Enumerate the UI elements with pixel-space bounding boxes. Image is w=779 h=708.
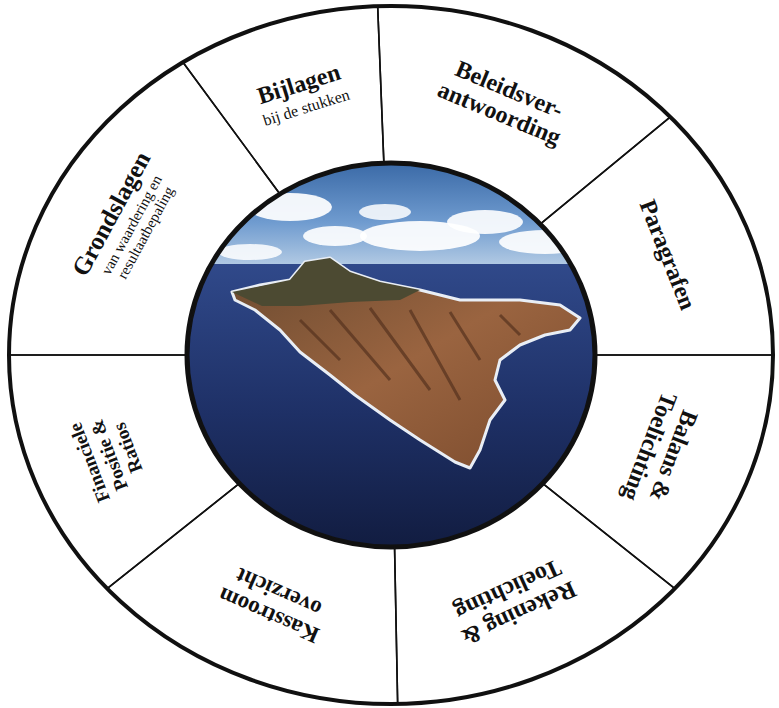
segment-border [540, 117, 773, 355]
cloud [447, 210, 523, 234]
segment-border [183, 6, 384, 194]
wheel-segment: Beleidsver- antwoording [375, 4, 673, 227]
sky [180, 150, 610, 270]
island-ridges [300, 308, 520, 400]
segment-heading: Balans & Toelichting [610, 372, 712, 531]
island-hills [232, 258, 420, 306]
segment-border [543, 355, 773, 589]
cloud [359, 204, 411, 220]
segment-label: Rekening & Toelichting [434, 546, 592, 655]
segment-label: Paragrafen [626, 176, 709, 334]
island [232, 258, 580, 468]
segment-border [9, 355, 239, 589]
segment-heading: Financiele Positie & Ratios [60, 390, 159, 519]
segment-label: Financiele Positie & Ratios [60, 390, 159, 519]
segment-label: Balans & Toelichting [610, 372, 712, 531]
wheel-segment: Rekening & Toelichting [392, 481, 677, 706]
island-photo [180, 150, 610, 564]
segment-border [395, 483, 675, 703]
wheel-segment: Kasstroom overzicht [105, 481, 400, 706]
cloud [218, 244, 282, 260]
segment-label: Bijlagenbij de stukken [235, 54, 368, 135]
wheel-segment: Balans & Toelichting [540, 353, 775, 591]
wheel-segment: Financiele Positie & Ratios [7, 353, 242, 591]
segment-label: Beleidsver- antwoording [425, 50, 583, 155]
wheel-segment: Grondslagenvan waardering en resultaatbe… [7, 60, 282, 358]
cloud [499, 230, 591, 254]
inner-ring [187, 163, 595, 547]
segment-label: Grondslagenvan waardering en resultaatbe… [63, 142, 189, 303]
wheel-segment: Paragrafen [538, 114, 775, 357]
segment-heading: Rekening & Toelichting [434, 546, 592, 655]
outer-ring [9, 6, 773, 704]
segment-border [107, 483, 398, 703]
segment-heading: Kasstroom overzicht [205, 554, 344, 651]
cloud [303, 226, 367, 246]
segment-heading: Paragrafen [626, 176, 709, 334]
segment-border [9, 62, 280, 355]
segment-label: Kasstroom overzicht [205, 554, 344, 651]
wheel-segment: Bijlagenbij de stukken [180, 4, 386, 196]
segment-border [378, 6, 671, 224]
segment-heading: Beleidsver- antwoording [425, 50, 583, 155]
